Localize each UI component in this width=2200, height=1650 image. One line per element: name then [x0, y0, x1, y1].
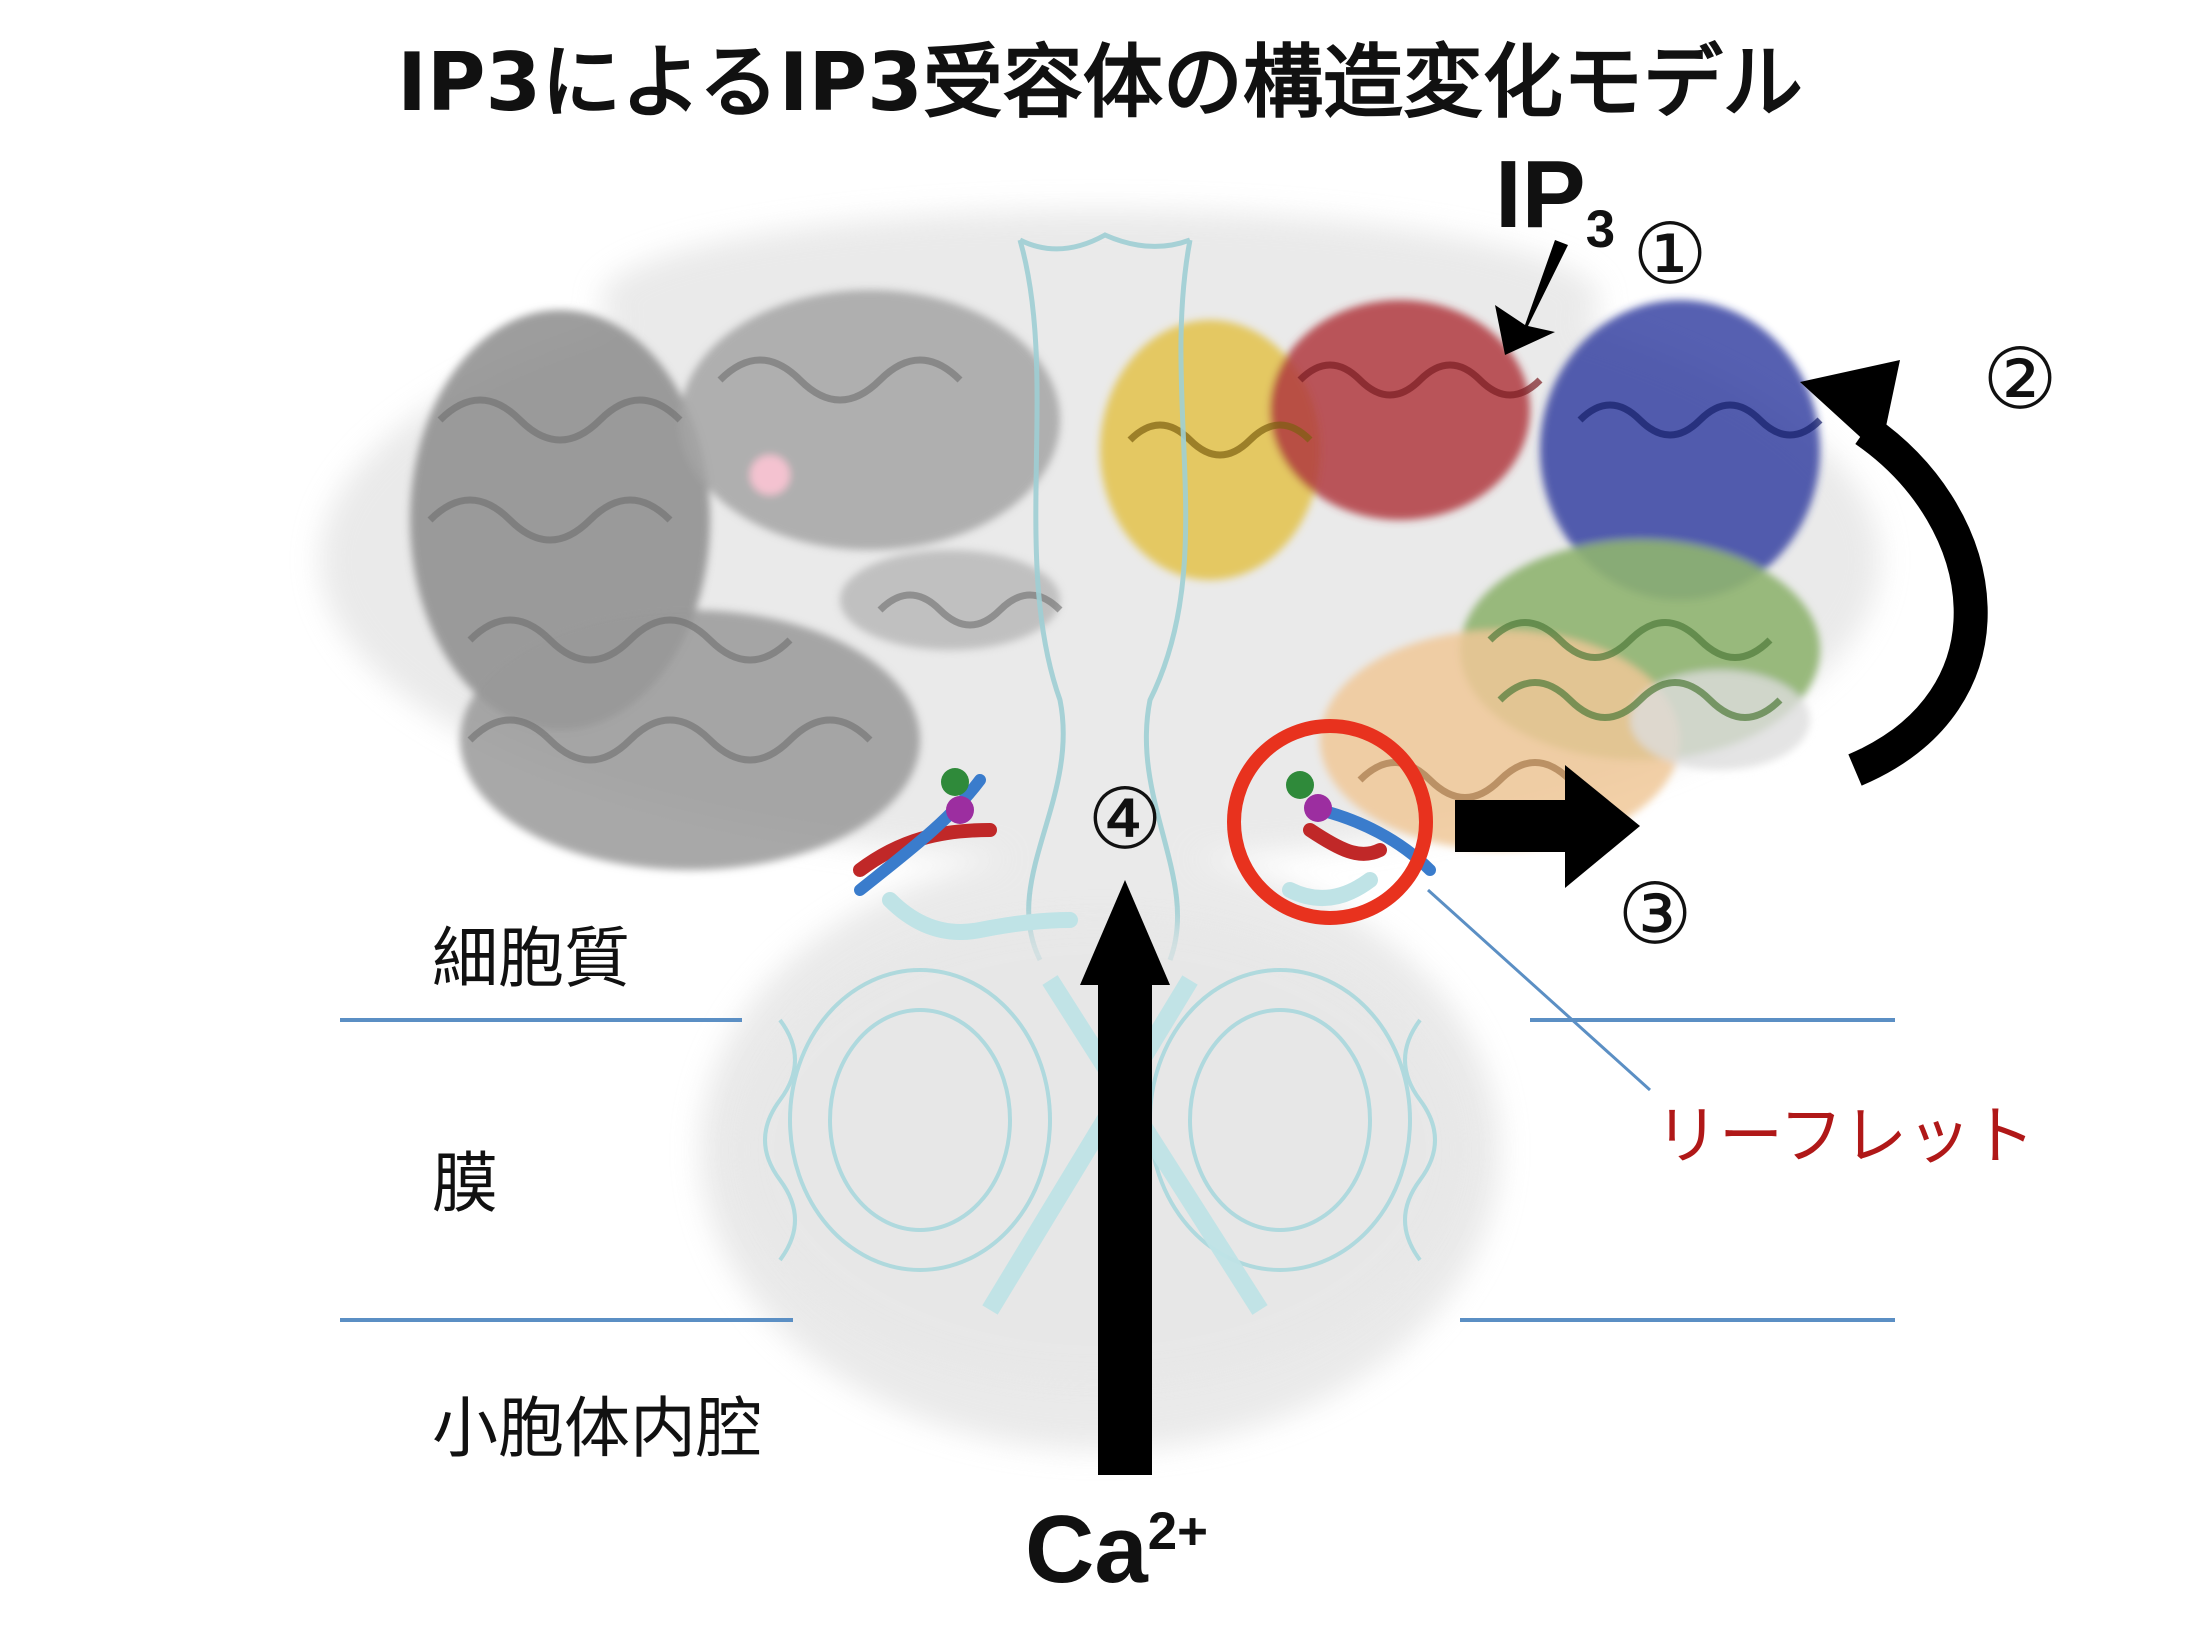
region-label-cytoplasm: 細胞質	[432, 905, 630, 1001]
region-label-membrane: 膜	[432, 1130, 498, 1226]
calcium-ion-label: Ca2+	[1025, 1495, 1208, 1605]
leaflet-callout-label: リーフレット	[1655, 1085, 2035, 1177]
step-4-label: ④	[1070, 770, 1180, 868]
step-2-label: ②	[1965, 330, 2075, 428]
step-1-label: ①	[1615, 205, 1725, 303]
region-label-lumen: 小胞体内腔	[432, 1375, 762, 1471]
ip3-label-subscript: 3	[1586, 200, 1615, 259]
calcium-label-charge: 2+	[1148, 1502, 1208, 1561]
ip3-label: IP3	[1495, 140, 1615, 260]
step-3-label: ③	[1600, 865, 1710, 963]
ip3-label-base: IP	[1495, 141, 1586, 248]
page-title: IP3によるIP3受容体の構造変化モデル	[0, 18, 2200, 134]
calcium-label-base: Ca	[1025, 1496, 1148, 1603]
